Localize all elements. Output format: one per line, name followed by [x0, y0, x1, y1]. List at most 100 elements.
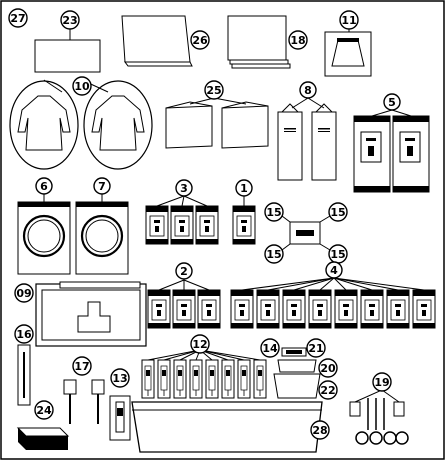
callout-c6: 6: [35, 177, 53, 195]
callout-number: 4: [330, 264, 338, 277]
callout-number: 12: [192, 338, 207, 351]
callout-circle: [204, 80, 224, 100]
callout-c28: 28: [310, 420, 330, 440]
callout-c21: 21: [306, 338, 326, 358]
callout-circle: [299, 81, 317, 99]
callout-c4: 4: [325, 261, 343, 279]
callout-circle: [288, 30, 308, 50]
callout-c1: 1: [235, 179, 253, 197]
callout-c22: 22: [318, 380, 338, 400]
item-4-pouches: [230, 277, 436, 329]
callout-number: 2: [180, 265, 188, 278]
item-5-pouches: [353, 109, 430, 193]
item-25-towels: [165, 97, 269, 149]
callout-circle: [110, 368, 130, 388]
callout-number: 15: [330, 206, 345, 219]
callout-number: 13: [112, 372, 127, 385]
callout-c24: 24: [34, 400, 54, 420]
callout-circle: [8, 8, 28, 28]
callout-c16: 16: [14, 324, 34, 344]
callout-c09: 09: [14, 283, 34, 303]
item-24-block: [16, 427, 70, 450]
callout-number: 5: [388, 96, 396, 109]
callout-c23: 23: [60, 10, 80, 30]
callout-number: 16: [16, 328, 32, 341]
callout-c7: 7: [93, 177, 111, 195]
callout-circle: [310, 420, 330, 440]
item-10-gowns: [9, 79, 153, 170]
callout-c18: 18: [288, 30, 308, 50]
callout-c15a: 15: [264, 202, 284, 222]
callout-circle: [325, 261, 343, 279]
callout-number: 11: [341, 14, 356, 27]
callout-circle: [264, 202, 284, 222]
callout-number: 6: [40, 180, 48, 193]
item-19-forceps: [349, 389, 409, 445]
callout-number: 21: [308, 342, 323, 355]
item-26-drape: [121, 15, 193, 67]
callout-c20: 20: [318, 358, 338, 378]
callout-circle: [72, 356, 92, 376]
callout-number: 25: [206, 84, 221, 97]
callout-circle: [34, 400, 54, 420]
callout-circle: [190, 30, 210, 50]
callout-circle: [190, 334, 210, 354]
callout-number: 15: [266, 248, 281, 261]
callout-circle: [264, 244, 284, 264]
callout-circle: [306, 338, 326, 358]
item-2-pouches: [147, 279, 221, 329]
item-cup-stack: [273, 347, 321, 399]
item-16-pen: [17, 344, 31, 406]
item-3-pouches: [145, 195, 219, 245]
callout-number: 17: [74, 360, 89, 373]
callout-c12: 12: [190, 334, 210, 354]
callout-number: 7: [98, 180, 106, 193]
item-6-tubing: [17, 194, 71, 275]
callout-c10: 10: [72, 76, 92, 96]
callout-number: 27: [10, 12, 25, 25]
callout-c15b: 15: [328, 202, 348, 222]
callout-number: 15: [266, 206, 281, 219]
callout-circle: [328, 202, 348, 222]
item-17-scalpels: [63, 379, 105, 424]
callout-number: 23: [62, 14, 77, 27]
callout-c14: 14: [260, 338, 280, 358]
callout-c26: 26: [190, 30, 210, 50]
item-18-drape: [227, 15, 291, 69]
callout-circle: [318, 358, 338, 378]
callout-c3: 3: [175, 179, 193, 197]
item-09-tray: [35, 281, 147, 347]
callout-c11: 11: [339, 10, 359, 30]
callout-number: 09: [16, 287, 31, 300]
callout-circle: [93, 177, 111, 195]
callout-c19: 19: [372, 372, 392, 392]
callout-circle: [372, 372, 392, 392]
callout-circle: [35, 177, 53, 195]
callout-number: 8: [304, 84, 312, 97]
item-23-drape: [34, 28, 101, 73]
callout-c2: 2: [175, 262, 193, 280]
callout-c15c: 15: [264, 244, 284, 264]
callout-number: 1: [240, 182, 248, 195]
callout-number: 18: [290, 34, 305, 47]
item-8-labels: [277, 97, 337, 181]
callout-circle: [14, 324, 34, 344]
callout-number: 26: [192, 34, 208, 47]
callout-c25: 25: [204, 80, 224, 100]
callout-c27: 27: [8, 8, 28, 28]
callout-circle: [339, 10, 359, 30]
callout-number: 22: [320, 384, 335, 397]
callout-number: 3: [180, 182, 188, 195]
callout-number: 14: [262, 342, 278, 355]
callout-number: 19: [374, 376, 389, 389]
callout-circle: [14, 283, 34, 303]
callout-number: 20: [320, 362, 336, 375]
item-28-basin: [131, 401, 323, 453]
callout-circle: [175, 179, 193, 197]
callout-number: 15: [330, 248, 345, 261]
item-15-sponge: [281, 215, 331, 251]
item-13-syringe: [109, 395, 131, 441]
